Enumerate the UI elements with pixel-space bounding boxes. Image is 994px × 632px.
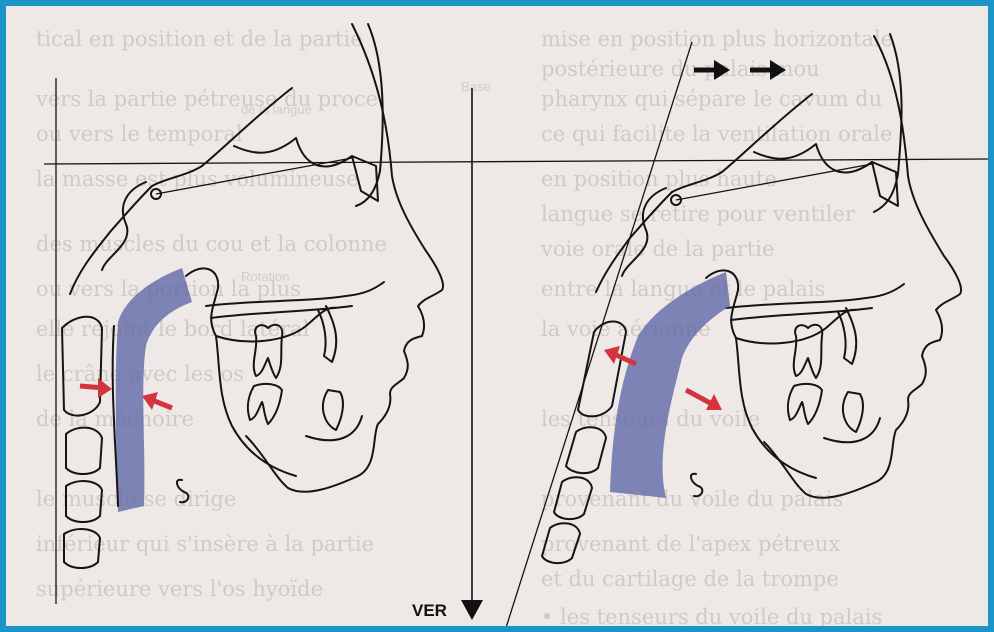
svg-text:vers la partie pétreuse du pro: vers la partie pétreuse du proce bbox=[35, 87, 378, 111]
vertical-reference: VER bbox=[412, 88, 483, 620]
skull-base bbox=[70, 88, 292, 294]
svg-text:pharynx qui sépare le cavum du: pharynx qui sépare le cavum du bbox=[541, 87, 882, 111]
svg-text:et du cartilage de la trompe: et du cartilage de la trompe bbox=[541, 567, 839, 591]
lower-molar bbox=[248, 384, 282, 424]
background-page-text: tical en position et de la partie vers l… bbox=[35, 27, 893, 629]
svg-text:provenant de l'apex pétreux: provenant de l'apex pétreux bbox=[541, 532, 840, 556]
svg-text:des muscles du cou et la colon: des muscles du cou et la colonne bbox=[36, 232, 387, 256]
vertical-axis-label: VER bbox=[412, 601, 447, 620]
mandible-ramus bbox=[216, 336, 296, 476]
pharyngeal-airway-right bbox=[610, 272, 730, 498]
svg-text:elle rejoint le bord latéral: elle rejoint le bord latéral bbox=[36, 317, 310, 341]
nasion-triangle-right bbox=[872, 162, 898, 206]
svg-text:de la langue: de la langue bbox=[241, 102, 312, 117]
svg-text:ce qui facilite la ventilation: ce qui facilite la ventilation orale bbox=[541, 122, 892, 146]
nasal-bone-line bbox=[356, 24, 383, 206]
lower-incisor bbox=[323, 390, 343, 430]
svg-text:voie orale de la partie: voie orale de la partie bbox=[540, 237, 774, 261]
clivus-line bbox=[102, 182, 146, 270]
horizontal-reference-line bbox=[44, 159, 994, 164]
down-arrow-icon bbox=[461, 600, 483, 620]
svg-text:inférieur qui s'insère à la pa: inférieur qui s'insère à la partie bbox=[36, 532, 374, 556]
svg-text:ou vers le temporal: ou vers le temporal bbox=[36, 122, 243, 146]
cervical-vertebrae bbox=[62, 317, 102, 568]
lower-molar-right bbox=[788, 384, 822, 424]
svg-text:Rotation: Rotation bbox=[241, 269, 289, 284]
svg-text:tical en position et de la par: tical en position et de la partie bbox=[36, 27, 363, 51]
svg-text:Base: Base bbox=[461, 79, 491, 94]
upper-incisor bbox=[318, 306, 336, 362]
cephalometric-diagram: tical en position et de la partie vers l… bbox=[6, 6, 994, 632]
pharyngeal-airway bbox=[116, 268, 192, 512]
svg-text:mise en position plus horizont: mise en position plus horizontale bbox=[541, 27, 893, 51]
svg-text:langue se retire pour ventiler: langue se retire pour ventiler bbox=[541, 202, 856, 226]
svg-text:la masse est plus volumineuse: la masse est plus volumineuse bbox=[36, 167, 359, 191]
svg-text:• les tenseurs du voile du pal: • les tenseurs du voile du palais bbox=[541, 605, 882, 629]
svg-text:supérieure vers l'os hyoïde: supérieure vers l'os hyoïde bbox=[36, 577, 323, 601]
